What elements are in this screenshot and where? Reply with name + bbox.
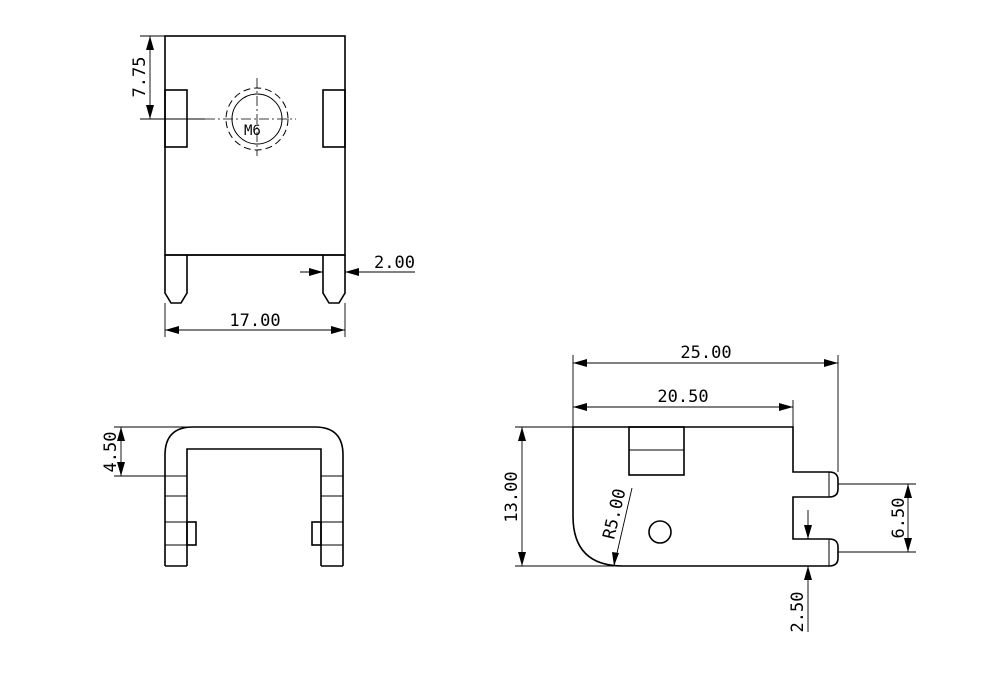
dim-inner-length-label: 20.50 [657, 387, 708, 407]
dim-inner-length: 20.50 [573, 387, 794, 427]
dim-tab-gap: 2.00 [300, 253, 415, 276]
top-view: M6 7.75 2.00 17.00 [130, 35, 415, 337]
left-slot [164, 89, 188, 148]
dim-part-height-label: 13.00 [502, 471, 522, 522]
end-view-outer [164, 426, 344, 566]
thread-label: M6 [244, 123, 261, 139]
left-lug [186, 521, 197, 546]
dim-side-height: 4.50 [101, 426, 193, 477]
top-view-outline [164, 35, 346, 256]
right-slot [322, 89, 346, 148]
dim-tab-gap-label: 2.00 [374, 253, 415, 273]
dim-slot-depth-label: 2.50 [788, 592, 808, 633]
nut-block [628, 426, 685, 476]
side-hole [648, 520, 672, 544]
right-lug [311, 521, 322, 546]
dim-side-height-label: 4.50 [101, 432, 121, 473]
dim-top-height-label: 7.75 [130, 57, 150, 98]
dim-overall-length: 25.00 [572, 343, 839, 472]
threaded-hole: M6 [205, 78, 296, 156]
end-view: 4.50 [101, 426, 344, 567]
dim-slot-depth: 2.50 [788, 510, 812, 632]
dim-slot-width: 6.50 [838, 483, 916, 553]
dim-top-width: 17.00 [164, 303, 346, 337]
end-view-inner [186, 448, 322, 566]
side-view-outline [572, 426, 839, 567]
dim-radius: R5.00 [599, 487, 633, 567]
dim-part-height: 13.00 [502, 426, 623, 567]
dim-top-width-label: 17.00 [229, 311, 280, 331]
side-view: 25.00 20.50 13.00 R5.00 [502, 343, 916, 632]
dim-top-height: 7.75 [130, 35, 205, 120]
dim-slot-width-label: 6.50 [889, 498, 909, 539]
right-tab [322, 255, 346, 304]
dim-overall-length-label: 25.00 [680, 343, 731, 363]
left-tab [164, 255, 188, 304]
